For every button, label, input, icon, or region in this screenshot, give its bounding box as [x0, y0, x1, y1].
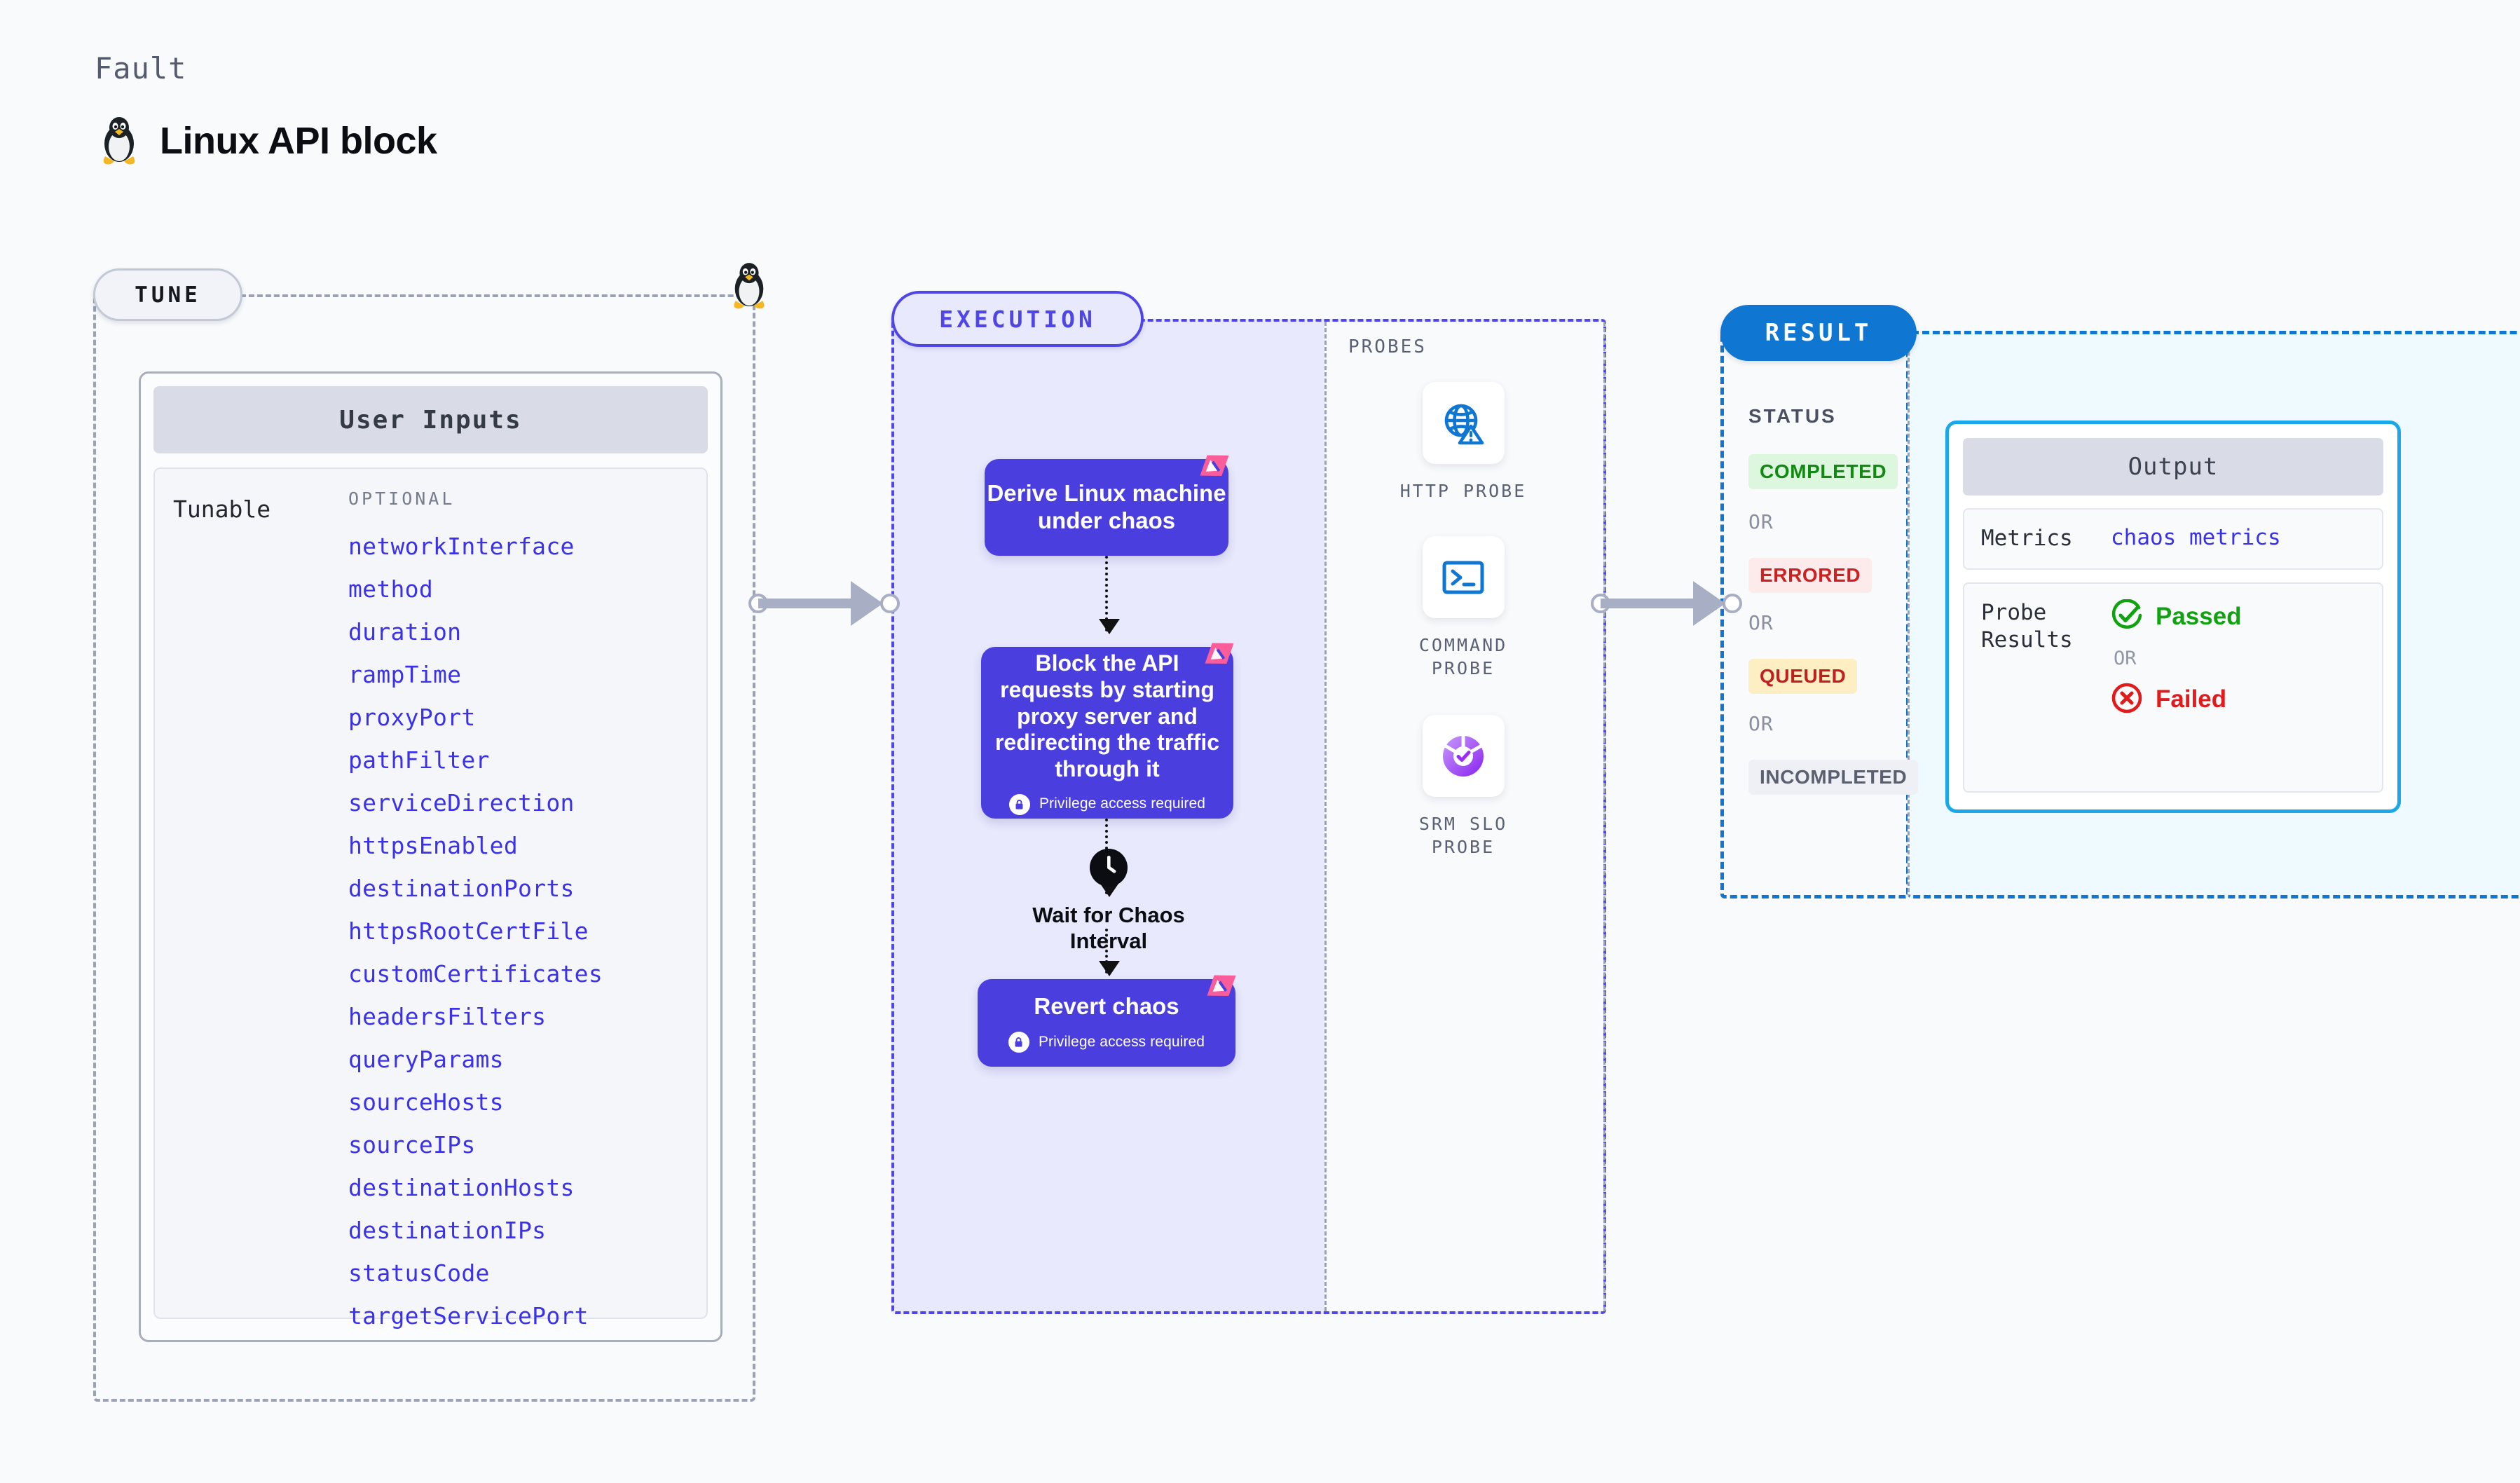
probes-subsection-container: [1324, 322, 1605, 1311]
output-row-metrics: Metrics chaos metrics: [1963, 508, 2383, 570]
tunable-label: Tunable: [173, 496, 271, 523]
output-title: Output: [1963, 438, 2383, 496]
status-title: STATUS: [1748, 405, 1837, 427]
status-badge-queued: QUEUED: [1748, 659, 1858, 694]
user-inputs-body: Tunable OPTIONAL networkInterface method…: [153, 467, 708, 1330]
probe-srm-slo[interactable]: SRM SLO PROBE: [1383, 715, 1544, 859]
or-separator: OR: [1748, 510, 1774, 533]
param-item[interactable]: destinationPorts: [348, 875, 575, 902]
param-item[interactable]: rampTime: [348, 661, 462, 688]
tux-penguin-icon: [98, 116, 140, 166]
param-item[interactable]: queryParams: [348, 1046, 504, 1073]
globe-warning-icon: [1422, 382, 1505, 464]
param-item[interactable]: headersFilters: [348, 1003, 547, 1030]
param-item[interactable]: method: [348, 575, 434, 603]
privilege-badge: Privilege access required: [1008, 793, 1206, 815]
param-item[interactable]: pathFilter: [348, 746, 490, 774]
flow-node-label: Derive Linux machine under chaos: [987, 480, 1226, 533]
param-item[interactable]: duration: [348, 618, 462, 645]
or-separator: OR: [1748, 712, 1774, 735]
flow-arrow-1-2: [1099, 556, 1120, 634]
flow-node-block-api[interactable]: Block the API requests by starting proxy…: [981, 643, 1234, 819]
probe-result-failed: Failed: [2111, 682, 2242, 718]
or-separator: OR: [1748, 611, 1774, 634]
tunable-param-list: OPTIONAL networkInterface method duratio…: [348, 488, 699, 1330]
execution-flow: Derive Linux machine under chaos Block t…: [891, 319, 1324, 1314]
privilege-label: Privilege access required: [1038, 1033, 1205, 1050]
output-card: Output Metrics chaos metrics Probe Resul…: [1945, 421, 2401, 813]
param-item[interactable]: destinationIPs: [348, 1217, 547, 1244]
probe-results-values: Passed OR Failed: [2111, 599, 2242, 776]
lock-icon: [1008, 1031, 1029, 1053]
execution-section-badge[interactable]: EXECUTION: [891, 291, 1144, 347]
x-circle-icon: [2111, 682, 2143, 718]
page-title: Linux API block: [160, 120, 437, 162]
status-badge-errored: ERRORED: [1748, 558, 1872, 593]
param-item[interactable]: statusCode: [348, 1259, 490, 1287]
connector-execution-to-result: [1591, 572, 1745, 635]
privilege-label: Privilege access required: [1039, 795, 1206, 812]
flow-arrow-3-4: [1099, 929, 1120, 976]
param-item[interactable]: sourceIPs: [348, 1131, 476, 1159]
slo-donut-check-icon: [1422, 715, 1505, 797]
status-badge-completed: COMPLETED: [1748, 454, 1898, 489]
param-item[interactable]: destinationHosts: [348, 1174, 575, 1201]
passed-label: Passed: [2156, 603, 2242, 631]
probe-command[interactable]: COMMAND PROBE: [1383, 536, 1544, 680]
privilege-badge: Privilege access required: [1008, 1031, 1205, 1053]
flow-node-label: Block the API requests by starting proxy…: [994, 650, 1220, 782]
clock-icon: [1089, 848, 1128, 891]
check-circle-icon: [2111, 599, 2143, 635]
probe-result-passed: Passed: [2111, 599, 2242, 635]
param-item[interactable]: httpsEnabled: [348, 832, 519, 859]
metrics-key: Metrics: [1981, 526, 2073, 551]
param-item[interactable]: proxyPort: [348, 704, 476, 731]
param-item[interactable]: networkInterface: [348, 533, 575, 560]
flow-node-label: Wait for Chaos Interval: [1032, 903, 1185, 954]
probe-label: COMMAND PROBE: [1418, 635, 1508, 678]
param-item[interactable]: sourceHosts: [348, 1088, 504, 1116]
param-item[interactable]: targetServicePort: [348, 1302, 589, 1330]
connector-tune-to-execution: [748, 572, 903, 635]
optional-group-label: OPTIONAL: [348, 488, 456, 509]
ribbon-icon: [1207, 975, 1236, 997]
probe-http[interactable]: HTTP PROBE: [1383, 382, 1544, 503]
probe-label: HTTP PROBE: [1399, 481, 1527, 501]
page-title-row: Linux API block: [98, 116, 437, 166]
tune-section-container: [93, 294, 755, 1402]
output-row-probe-results: Probe Results Passed OR: [1963, 582, 2383, 793]
flow-node-wait-interval[interactable]: Wait for Chaos Interval: [1028, 848, 1189, 954]
probe-results-key: Probe Results: [1981, 599, 2073, 653]
lock-icon: [1008, 793, 1030, 815]
param-item[interactable]: serviceDirection: [348, 789, 575, 816]
flow-node-revert-chaos[interactable]: Revert chaos Privilege access required: [978, 975, 1236, 1067]
param-item[interactable]: customCertificates: [348, 960, 603, 987]
terminal-icon: [1422, 536, 1505, 618]
result-section-badge[interactable]: RESULT: [1720, 305, 1917, 361]
status-badge-incompleted: INCOMPLETED: [1748, 760, 1919, 795]
tux-penguin-marker-icon: [729, 261, 769, 314]
flow-node-derive-machine[interactable]: Derive Linux machine under chaos: [985, 455, 1229, 556]
user-inputs-title: User Inputs: [153, 386, 708, 453]
tune-section-badge[interactable]: TUNE: [93, 268, 242, 321]
metrics-value[interactable]: chaos metrics: [2111, 525, 2281, 550]
probes-title: PROBES: [1348, 336, 1427, 357]
or-separator: OR: [2114, 647, 2137, 669]
page-eyebrow: Fault: [95, 51, 187, 86]
user-inputs-card: User Inputs Tunable OPTIONAL networkInte…: [139, 371, 723, 1342]
failed-label: Failed: [2156, 685, 2227, 713]
probe-label: SRM SLO PROBE: [1418, 814, 1508, 857]
param-item[interactable]: httpsRootCertFile: [348, 917, 589, 945]
flow-node-label: Revert chaos: [1034, 993, 1179, 1020]
